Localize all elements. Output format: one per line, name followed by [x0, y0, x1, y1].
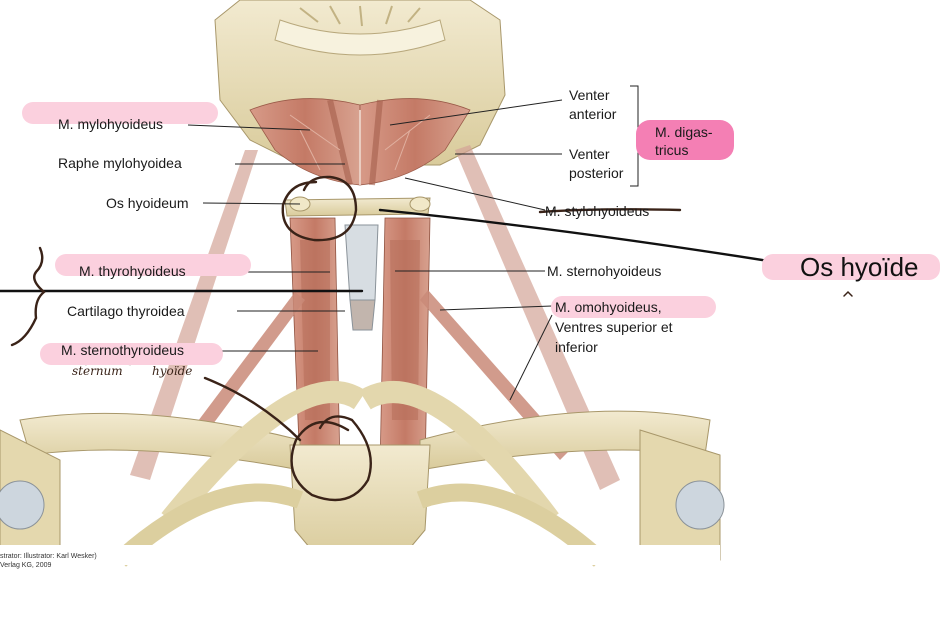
- highlight-os-hyoide: [762, 254, 940, 280]
- label-omohyoideus-2: Ventres superior et: [555, 319, 673, 335]
- hyoid-circle-icon: [281, 175, 358, 242]
- label-omohyoideus-3: inferior: [555, 339, 598, 355]
- handwritten-annotations: [0, 175, 853, 502]
- label-cartilago-thyroidea: Cartilago thyroidea: [67, 303, 185, 319]
- label-os-hyoide: Os hyoïde: [800, 252, 919, 282]
- handwriting-hyoide: hyoïde: [152, 364, 193, 378]
- highlight-mylohyoideus: [22, 102, 218, 124]
- label-raphe-mylohyoidea: Raphe mylohyoidea: [58, 155, 182, 171]
- annotation-line-hyoide: [378, 208, 777, 264]
- highlight-thyrohyoideus: [55, 254, 251, 276]
- label-sternohyoideus: M. sternohyoideus: [547, 263, 662, 279]
- floor-muscles: [249, 98, 471, 186]
- label-mylohyoideus: M. mylohyoideus: [58, 116, 164, 132]
- label-venter-posterior-2: posterior: [569, 165, 624, 181]
- highlight-sternothyroideus: [40, 343, 223, 365]
- label-sternothyroideus: M. sternothyroideus: [61, 342, 184, 358]
- label-digastricus-2: tricus: [655, 142, 689, 158]
- credit-line-1: strator: Illustrator: Karl Wesker): [0, 553, 97, 560]
- label-venter-anterior-1: Venter: [569, 87, 610, 103]
- infrahyoid-muscles: [130, 145, 620, 490]
- handwriting-sternum: sternum: [72, 364, 123, 378]
- label-os-hyoideum: Os hyoideum: [106, 195, 189, 211]
- label-stylohyoideus: M. stylohyoideus: [545, 203, 650, 219]
- stylohyoideus-strike: [538, 208, 682, 214]
- highlight-digastricus: [636, 120, 734, 160]
- credit-line-2: Verlag KG, 2009: [0, 562, 52, 569]
- bracket-icon: [10, 246, 46, 347]
- label-omohyoideus-1: M. omohyoideus,: [555, 299, 662, 315]
- label-venter-anterior-2: anterior: [569, 106, 617, 122]
- highlight-omohyoideus: [551, 296, 716, 318]
- label-thyrohyoideus: M. thyrohyoideus: [79, 263, 186, 279]
- label-venter-posterior-1: Venter: [569, 146, 610, 162]
- thoracic-skeleton: [0, 381, 725, 567]
- annotation-arrow: [203, 376, 302, 442]
- sternum-circle-icon: [290, 415, 372, 502]
- label-digastricus-1: M. digas-: [655, 124, 713, 140]
